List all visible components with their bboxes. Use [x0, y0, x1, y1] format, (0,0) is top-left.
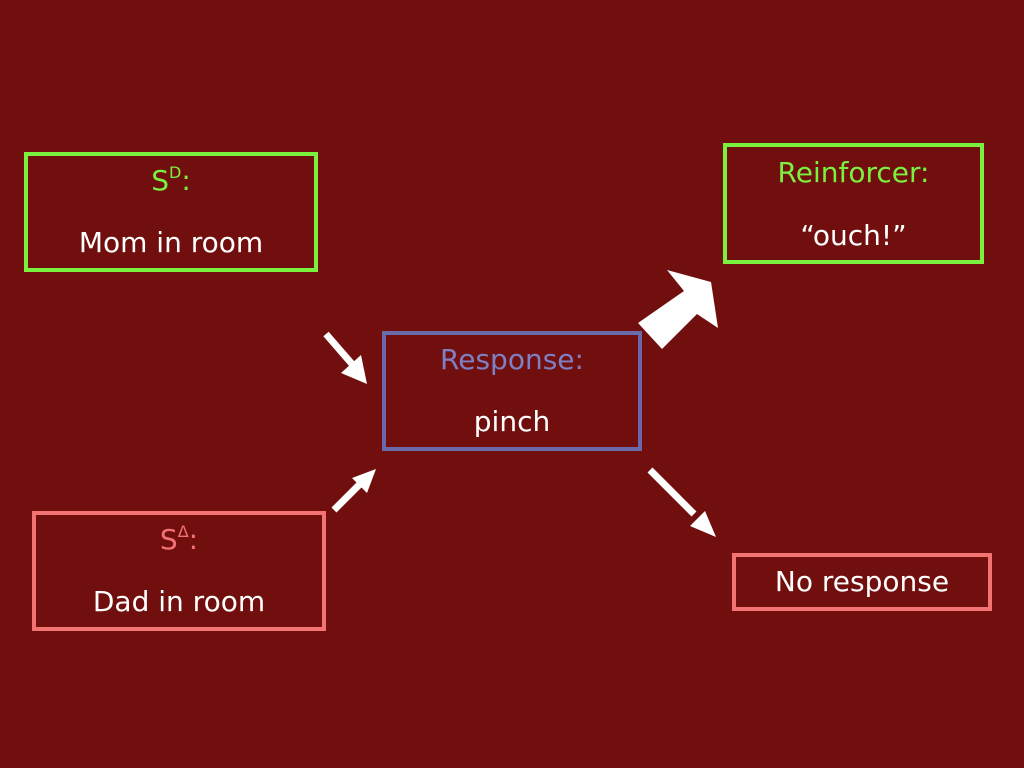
reinforcer-box: Reinforcer: “ouch!” — [723, 143, 984, 264]
no-response-value: No response — [774, 565, 950, 598]
reinforcer-label: Reinforcer: — [777, 156, 930, 189]
sdelta-label: SΔ: — [36, 522, 322, 561]
arrow-response-to-noresponse-shaft — [647, 467, 697, 517]
sdelta-label-colon: : — [188, 523, 199, 556]
arrow-sd-to-response — [323, 331, 367, 384]
sd-value: Mom in room — [78, 226, 264, 259]
sd-label-colon: : — [181, 164, 191, 197]
sd-box: SD: Mom in room — [24, 152, 318, 272]
arrow-response-to-reinforcer-shape — [638, 270, 718, 349]
sdelta-label-superscript: Δ — [177, 522, 189, 541]
sd-label: SD: — [28, 163, 314, 202]
response-box: Response: pinch — [382, 331, 642, 451]
sdelta-label-base: S — [159, 523, 178, 556]
arrow-response-to-noresponse — [647, 467, 716, 537]
sd-label-superscript: D — [169, 163, 182, 182]
sdelta-value: Dad in room — [92, 585, 266, 618]
arrow-sd-to-response-head — [341, 355, 367, 384]
reinforcer-value: “ouch!” — [800, 219, 907, 252]
response-label: Response: — [440, 343, 584, 376]
no-response-box: No response — [732, 553, 992, 611]
response-value: pinch — [473, 405, 551, 438]
arrow-sdelta-to-response-head — [352, 469, 376, 493]
arrow-response-to-noresponse-head — [690, 511, 716, 537]
sdelta-box: SΔ: Dad in room — [32, 511, 326, 631]
arrow-response-to-reinforcer — [638, 270, 718, 349]
arrow-sdelta-to-response-shaft — [331, 481, 363, 513]
arrow-sd-to-response-shaft — [323, 331, 355, 367]
sd-label-base: S — [151, 164, 169, 197]
arrow-sdelta-to-response — [331, 469, 376, 513]
